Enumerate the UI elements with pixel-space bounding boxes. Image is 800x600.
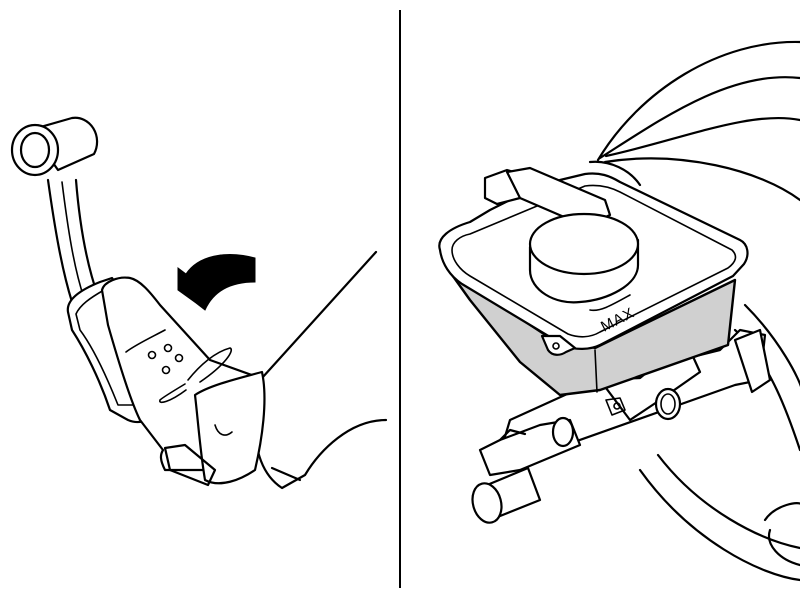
reservoir-cap: [528, 212, 640, 304]
master-cylinder-body: [471, 328, 772, 524]
fluid-reservoir: MAX: [438, 166, 749, 397]
right-panel-master-cylinder: MAX: [438, 40, 800, 582]
left-panel-brake-pedal: [10, 116, 388, 490]
curved-arrow-icon: [177, 254, 256, 311]
brake-booster: [588, 40, 800, 582]
pedal-pivot-cylinder: [10, 116, 99, 177]
trouser-leg: [163, 250, 388, 490]
